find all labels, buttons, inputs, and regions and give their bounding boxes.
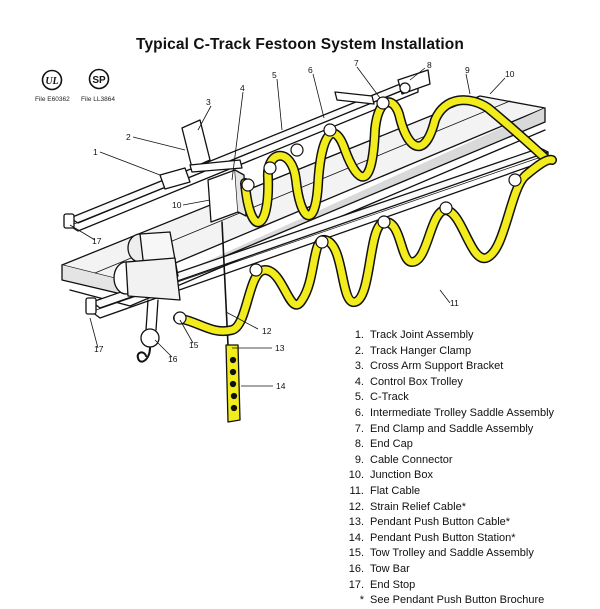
callout-17-upper: 17 — [92, 236, 102, 246]
callout-14: 14 — [276, 381, 286, 391]
callout-12: 12 — [262, 326, 272, 336]
legend-footnote: *See Pendant Push Button Brochure — [359, 594, 545, 607]
legend-item: 8.End Cap — [354, 438, 413, 451]
legend-item: 1.Track Joint Assembly — [354, 329, 474, 341]
callout-numbers: 1 2 3 4 5 6 7 8 9 10 10 11 12 13 14 15 1… — [92, 58, 515, 391]
leader-lines — [69, 66, 506, 387]
legend-item: 11.Flat Cable — [349, 484, 421, 497]
callout-6: 6 — [308, 65, 313, 75]
csa-mark: SP — [92, 75, 106, 86]
legend-item: 7.End Clamp and Saddle Assembly — [354, 422, 534, 435]
legend-item: 4.Control Box Trolley — [354, 375, 463, 388]
flat-cable — [173, 95, 557, 337]
end-stop-upper — [63, 213, 75, 229]
legend-item: 9.Cable Connector — [354, 453, 453, 466]
legend-item: 16.Tow Bar — [348, 562, 410, 575]
legend-item: 14.Pendant Push Button Station* — [348, 531, 516, 544]
callout-11: 11 — [450, 298, 459, 308]
callout-17-lower: 17 — [94, 344, 104, 354]
legend-item: 5.C-Track — [354, 391, 409, 404]
legend-item: 10.Junction Box — [348, 469, 433, 482]
cross-arm-brackets — [159, 91, 375, 190]
callout-9: 9 — [465, 65, 470, 75]
parts-legend: 1.Track Joint Assembly 2.Track Hanger Cl… — [342, 328, 554, 609]
callout-16: 16 — [168, 354, 178, 364]
callout-15: 15 — [189, 340, 199, 350]
legend-item: 2.Track Hanger Clamp — [354, 344, 472, 357]
callout-7: 7 — [354, 58, 359, 68]
csa-file-number: File LL3864 — [81, 96, 115, 103]
legend-item: 3.Cross Arm Support Bracket — [354, 360, 504, 373]
callout-1: 1 — [93, 147, 98, 157]
end-stop-lower — [85, 297, 97, 315]
callout-13: 13 — [275, 343, 285, 353]
legend-item: 17.End Stop — [348, 578, 416, 591]
callout-10-top: 10 — [505, 69, 515, 79]
ul-file-number: File E60362 — [35, 96, 70, 103]
callout-4: 4 — [240, 83, 245, 93]
ul-mark: UL — [45, 76, 58, 87]
callout-3: 3 — [206, 97, 211, 107]
trolley-saddles — [173, 82, 522, 325]
ul-logo: UL — [41, 69, 63, 91]
pendant-station — [225, 344, 241, 423]
callout-8: 8 — [427, 60, 432, 70]
hoist — [113, 231, 181, 363]
legend-item: 12.Strain Relief Cable* — [348, 500, 466, 513]
legend-item: 6.Intermediate Trolley Saddle Assembly — [354, 406, 555, 419]
legend-item: 15.Tow Trolley and Saddle Assembly — [348, 547, 534, 560]
csa-logo: SP — [88, 68, 110, 90]
callout-5: 5 — [272, 70, 277, 80]
callout-10-left: 10 — [172, 200, 182, 210]
c-track-lower — [85, 147, 549, 319]
legend-item: 13.Pendant Push Button Cable* — [348, 516, 511, 529]
page-title: Typical C-Track Festoon System Installat… — [136, 36, 464, 53]
callout-2: 2 — [126, 132, 131, 142]
